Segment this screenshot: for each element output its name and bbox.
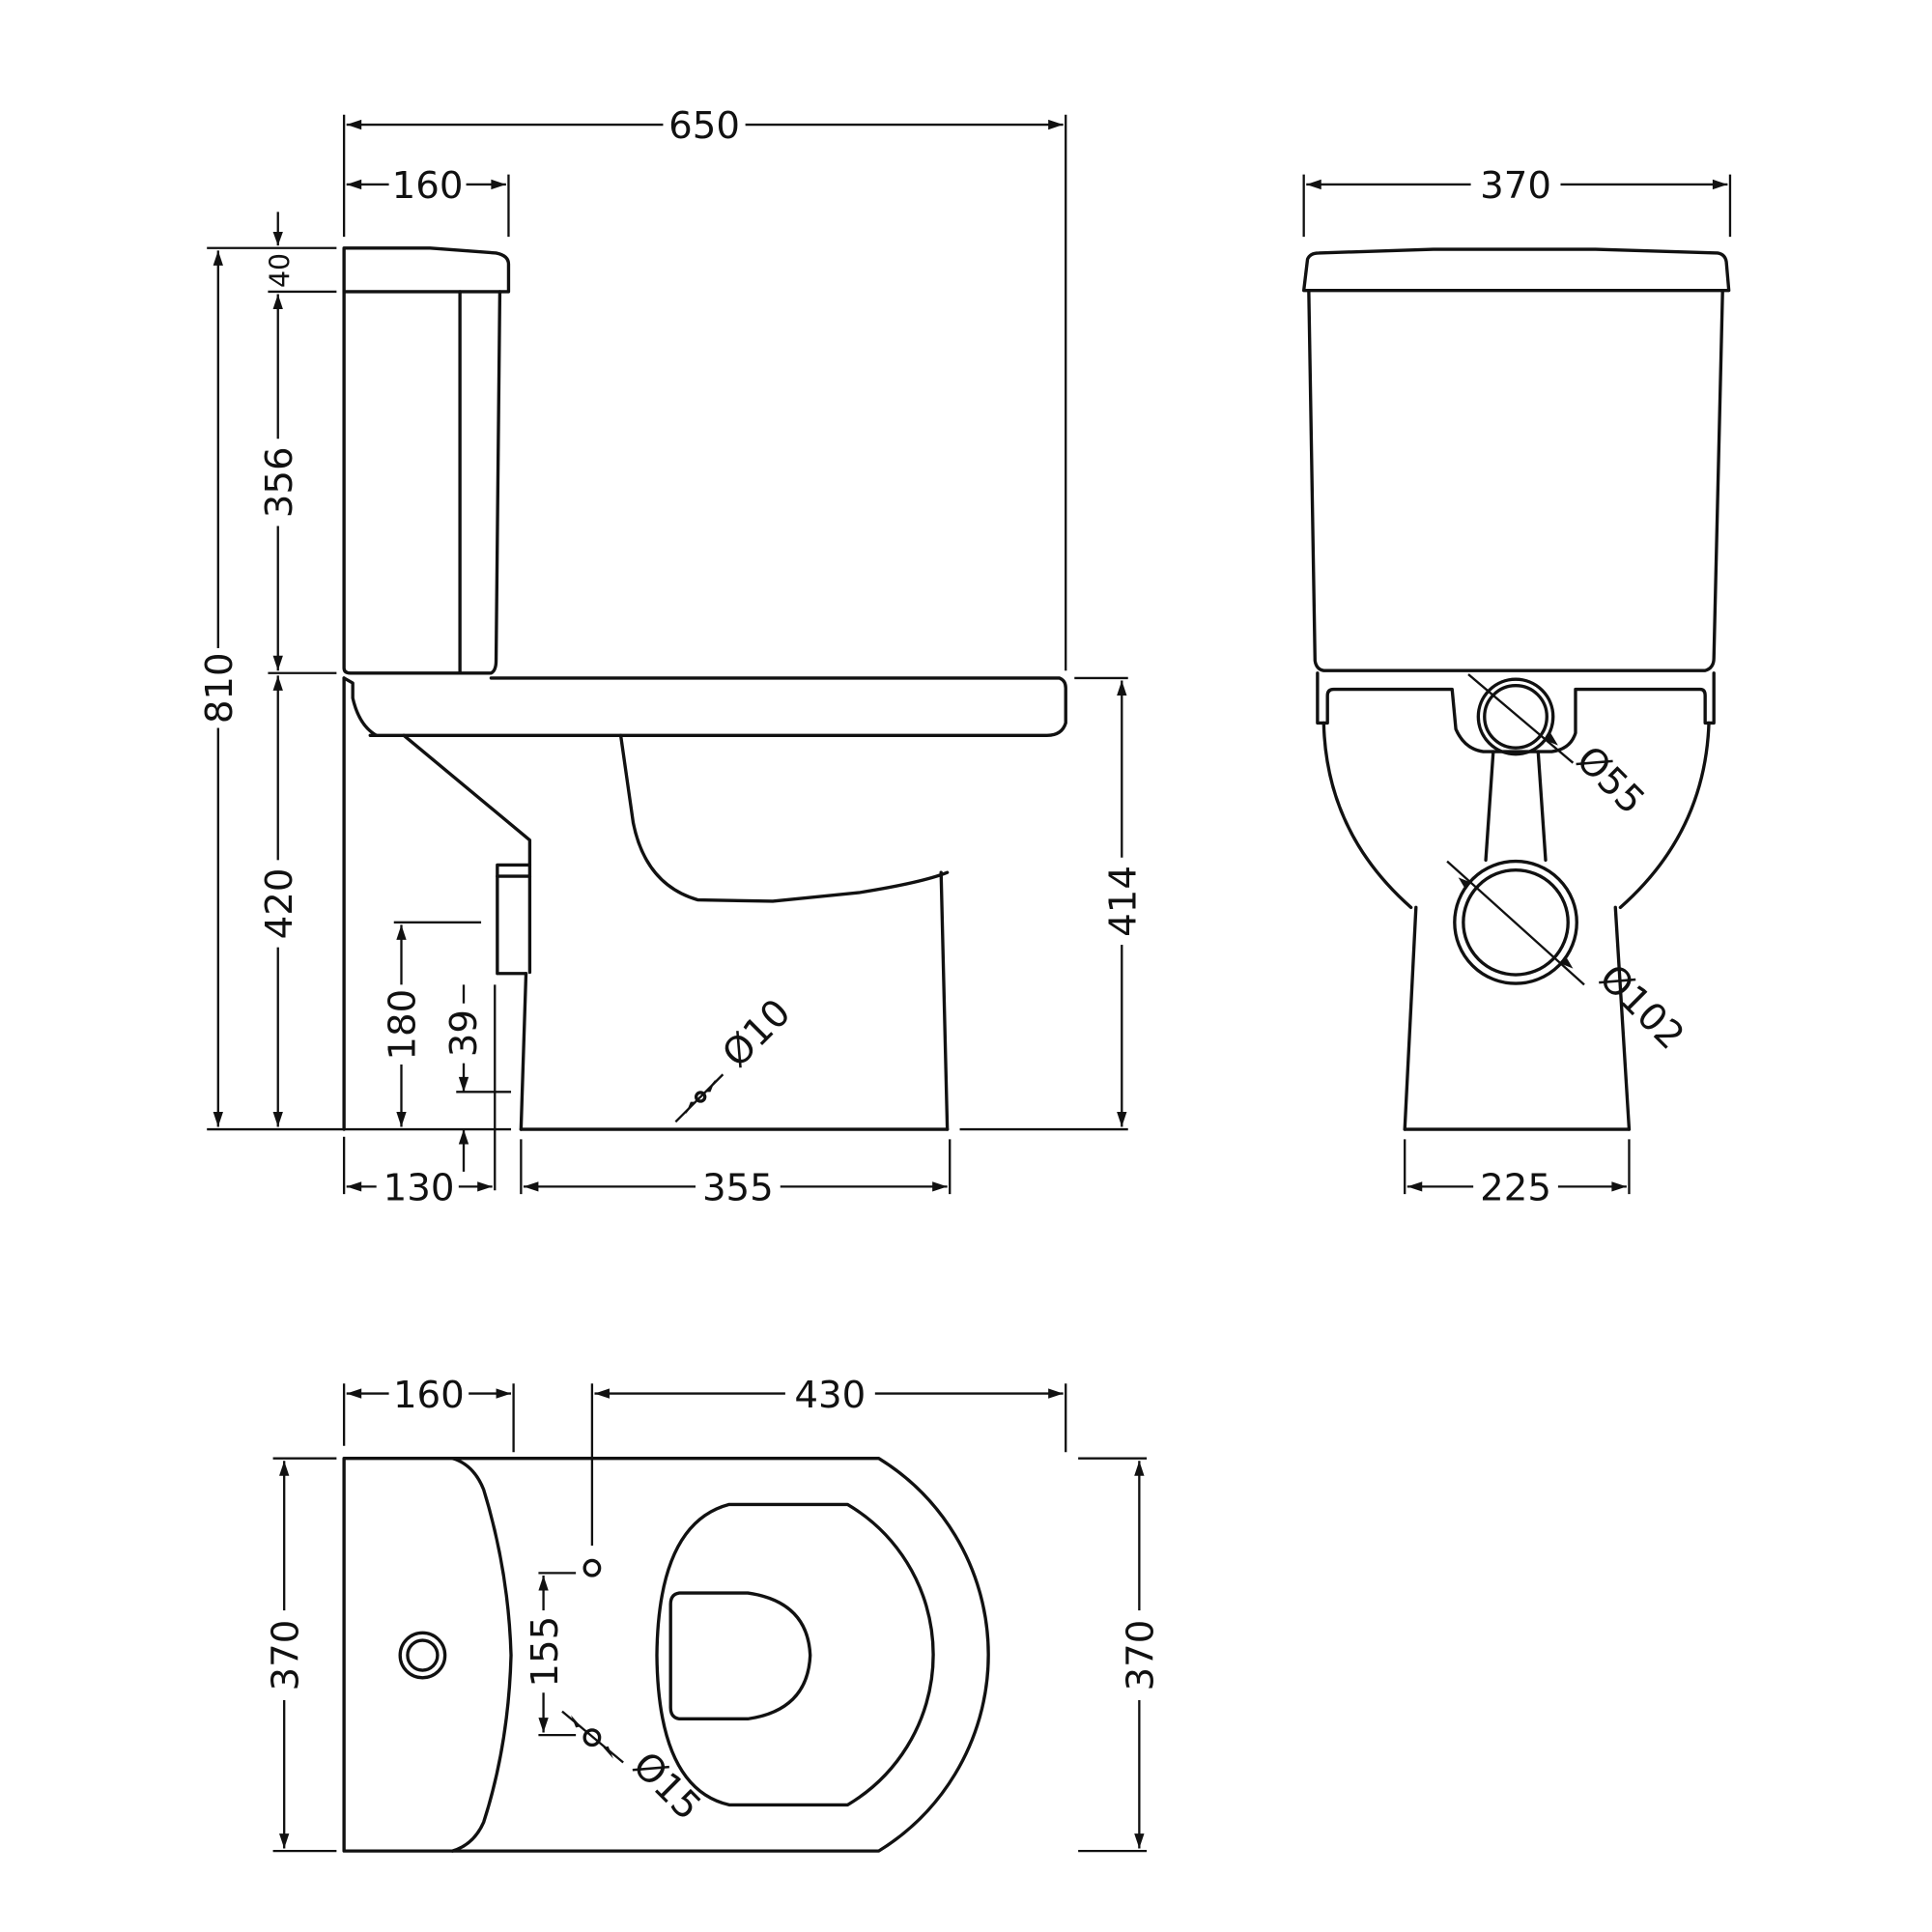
- dim-cistern-depth: 160: [392, 164, 464, 208]
- dim-fixing-spacing: 155: [524, 1616, 567, 1688]
- dim-cistern-height: 356: [258, 446, 301, 518]
- dim-plan-width-right: 370: [1120, 1620, 1163, 1691]
- dim-base-width: 225: [1480, 1167, 1551, 1210]
- dim-fixing-hole-side: Ø10: [714, 991, 799, 1076]
- dim-footprint-depth: 355: [702, 1167, 774, 1210]
- dim-cistern-width: 370: [1480, 164, 1551, 208]
- dim-plan-width-left: 370: [264, 1620, 307, 1691]
- front-view: [1302, 247, 1731, 1131]
- dim-inlet-height: 180: [382, 989, 425, 1061]
- dim-outlet-pipe: Ø102: [1590, 956, 1692, 1059]
- dim-back-to-outlet: 130: [384, 1167, 455, 1210]
- side-view-dimensions: 650 160 810 40 356: [196, 101, 1145, 1210]
- plan-view: [342, 1457, 990, 1853]
- side-view: [342, 246, 1067, 1131]
- plan-view-dimensions: 160 430 370 370 155: [261, 1371, 1163, 1853]
- dim-overall-depth: 650: [668, 104, 740, 148]
- dim-rim-height: 414: [1101, 866, 1145, 937]
- dim-flush-pipe: Ø55: [1568, 738, 1653, 823]
- dim-fixing-to-front: 430: [794, 1374, 866, 1417]
- dim-plan-cistern-depth: 160: [393, 1374, 465, 1417]
- dim-pan-height: 420: [258, 868, 301, 940]
- dim-plan-fixing-hole: Ø15: [624, 1744, 709, 1829]
- dim-lid-height: 40: [264, 253, 296, 288]
- dim-overall-height: 810: [198, 652, 242, 724]
- dim-outlet-height: 39: [442, 1009, 486, 1057]
